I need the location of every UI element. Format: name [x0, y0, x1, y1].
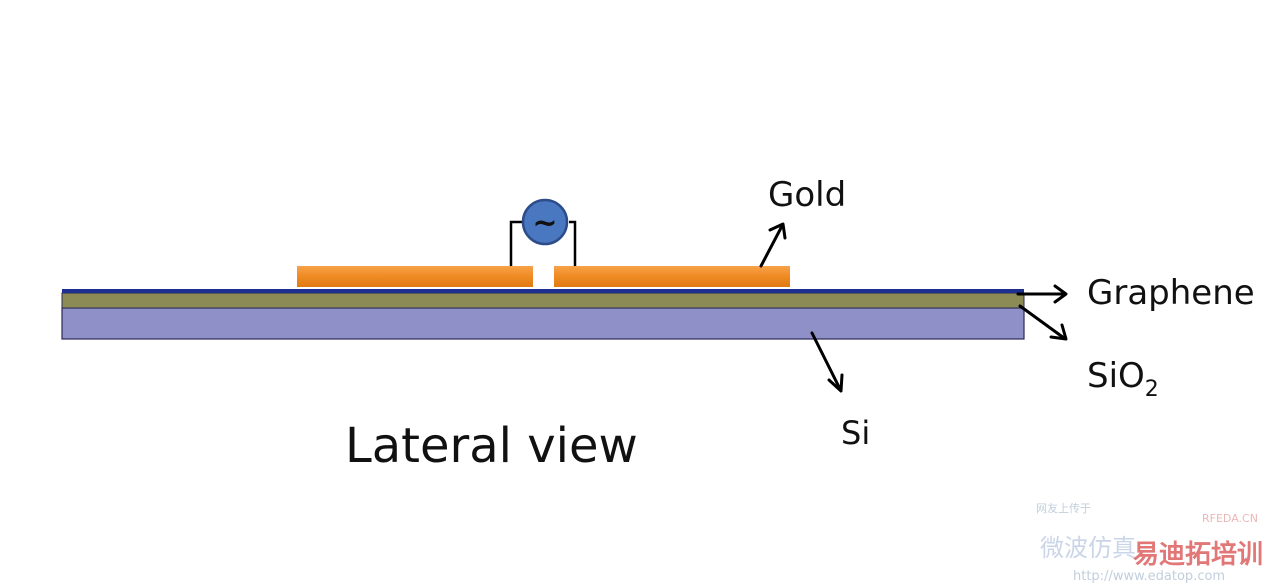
sio2-layer	[61, 292, 1025, 309]
graphene-layer	[62, 289, 1024, 293]
source-wire-left	[509, 220, 522, 266]
source-symbol: ~	[532, 206, 557, 241]
sio2-label: SiO2	[1087, 356, 1159, 402]
gold-arrow	[759, 224, 784, 268]
si-arrow-head	[827, 373, 844, 393]
watermark-url: http://www.edatop.com	[1073, 569, 1225, 584]
sio2-label-sub: 2	[1145, 377, 1159, 402]
sio2-label-main: SiO	[1087, 356, 1145, 396]
lateral-view-title: Lateral view	[345, 418, 638, 474]
watermark-cn: 微波仿真	[1040, 534, 1136, 562]
watermark-cn2: 易迪拓培训	[1133, 540, 1263, 570]
si-label: Si	[841, 414, 870, 452]
gold-label: Gold	[768, 175, 846, 215]
graphene-label: Graphene	[1087, 273, 1255, 313]
si-layer	[61, 307, 1025, 340]
sio2-arrow	[1018, 304, 1066, 340]
si-arrow	[810, 331, 842, 391]
gold-arrow-head	[768, 222, 787, 240]
watermark-line1: 网友上传于	[1036, 501, 1091, 515]
graphene-arrow-head	[1053, 284, 1068, 304]
source-wire-right	[569, 220, 577, 266]
watermark-brand: RFEDA.CN	[1202, 512, 1258, 525]
gold-pad-right	[554, 266, 790, 287]
watermark-logo: 网友上传于 RFEDA.CN 微波仿真 http://www.edatop.co…	[1036, 501, 1258, 584]
sio2-arrow-head	[1049, 323, 1068, 341]
ac-source-icon: ~	[521, 198, 569, 246]
gold-pad-left	[297, 266, 533, 287]
